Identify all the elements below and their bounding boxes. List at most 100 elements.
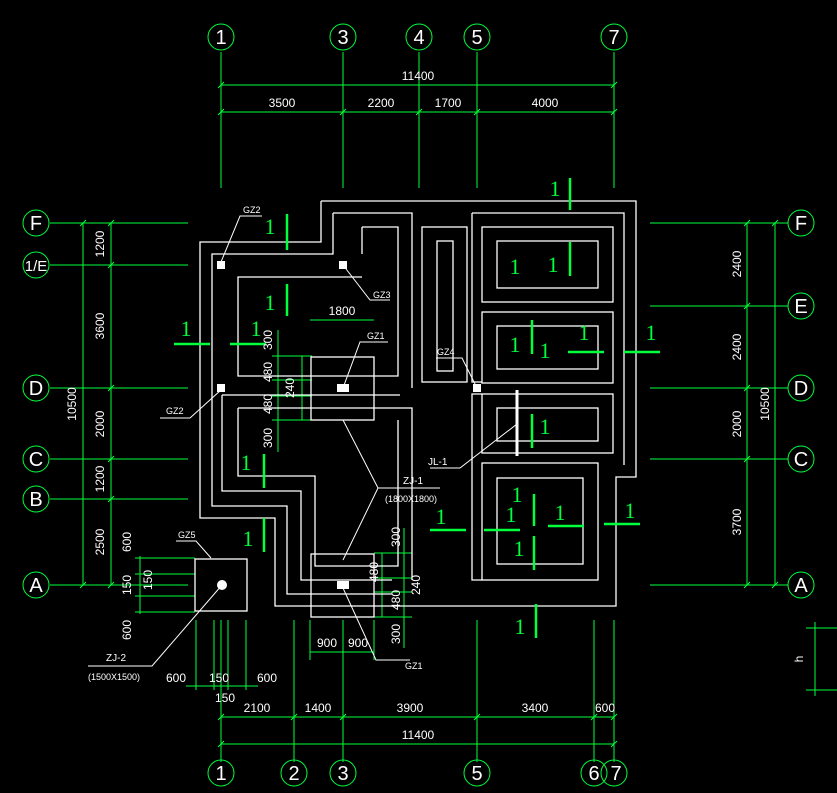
- dim-top-total: 11400: [402, 69, 435, 83]
- label-jl1: JL-1: [428, 457, 448, 468]
- axis-right-f: F: [795, 213, 807, 235]
- dim-left-seg-2: 3600: [93, 312, 107, 339]
- dim-bottom-total: 11400: [402, 728, 435, 742]
- dim-right-seg-2: 2400: [730, 333, 744, 360]
- label-zj2: ZJ-2: [106, 653, 126, 664]
- dim-right-total: 10500: [758, 387, 772, 421]
- axis-left-c: C: [29, 449, 43, 471]
- dim-bottom-seg-4: 3400: [522, 701, 549, 715]
- dim-top-seg-1: 3500: [269, 96, 296, 110]
- dim-top-footing-1: 300: [261, 330, 275, 350]
- section-mark: 1: [548, 252, 559, 277]
- dim-right-seg-4: 3700: [730, 508, 744, 535]
- dim-top-footing-4: 480: [261, 394, 275, 414]
- dim-bottom-footing-3: 240: [409, 575, 423, 595]
- axis-top-4: 4: [413, 27, 424, 49]
- axis-bubbles-left: F 1/E D C B A: [22, 209, 50, 599]
- grid-lines: [50, 52, 837, 762]
- section-mark: 1: [506, 502, 517, 527]
- section-mark: 1: [510, 254, 521, 279]
- dim-top-footing-3: 240: [283, 378, 297, 398]
- dim-900-right: 900: [348, 636, 368, 650]
- section-marks: [174, 178, 660, 638]
- axis-bottom-5: 5: [471, 763, 482, 785]
- section-mark: 1: [515, 614, 526, 639]
- label-gz3: GZ3: [373, 290, 391, 300]
- dim-bottom-footing-2: 480: [367, 562, 381, 582]
- label-zj1: ZJ-1: [403, 476, 423, 487]
- axis-left-b: B: [29, 489, 42, 511]
- dim-zj2-h-150: 150: [215, 691, 235, 705]
- section-mark: 1: [512, 482, 523, 507]
- footing-dims: 1800 300 480 240 480 300 300 480 240 480…: [120, 304, 806, 705]
- column-gz1-bottom: [337, 581, 349, 589]
- label-gz4: GZ4: [437, 347, 455, 357]
- label-zj1-size: (1800X1800): [385, 494, 437, 504]
- section-mark: 1: [181, 316, 192, 341]
- axis-left-1e: 1/E: [25, 258, 48, 275]
- label-gz2-top: GZ2: [243, 205, 261, 215]
- foundation-walls: [194, 200, 637, 618]
- leader-lines: [88, 215, 518, 667]
- section-mark: 1: [243, 526, 254, 551]
- section-mark: 1: [555, 500, 566, 525]
- axis-right-c: C: [794, 449, 808, 471]
- section-mark: 1: [241, 450, 252, 475]
- dim-h: h: [792, 656, 806, 663]
- axis-top-5: 5: [471, 27, 482, 49]
- dim-zj2-h-3: 600: [257, 671, 277, 685]
- dim-zj2-v-4: 600: [120, 620, 134, 640]
- dim-bottom-seg-2: 1400: [305, 701, 332, 715]
- dim-top-seg-4: 4000: [532, 96, 559, 110]
- axis-right-a: A: [794, 575, 808, 597]
- dim-bottom-seg-3: 3900: [397, 701, 424, 715]
- axis-bubbles-right: F E D C A: [787, 209, 815, 599]
- axis-bottom-7: 7: [610, 763, 621, 785]
- section-mark: 1: [265, 290, 276, 315]
- section-mark: 1: [550, 176, 561, 201]
- dim-zj2-v-1: 600: [120, 532, 134, 552]
- dim-zj2-h-2: 150: [209, 671, 229, 685]
- axis-top-7: 7: [608, 27, 619, 49]
- dim-zj2-h-1: 600: [166, 671, 186, 685]
- axis-top-3: 3: [337, 27, 348, 49]
- dim-right-seg-1: 2400: [730, 250, 744, 277]
- dim-bottom-footing-4: 480: [389, 590, 403, 610]
- axis-right-d: D: [794, 378, 808, 400]
- section-mark: 1: [510, 332, 521, 357]
- section-mark: 1: [579, 320, 590, 345]
- dim-top-seg-3: 1700: [435, 96, 462, 110]
- dimension-text-top: 11400 3500 2200 1700 4000: [269, 69, 559, 110]
- dim-1800: 1800: [329, 304, 356, 318]
- axis-bubbles-bottom: 1 2 3 5 6 7: [207, 759, 628, 787]
- dimension-text-right: 2400 2400 2000 3700 10500: [730, 250, 772, 535]
- dimension-text-left: 1200 3600 2000 1200 2500 10500: [65, 230, 107, 555]
- axis-bottom-3: 3: [337, 763, 348, 785]
- axis-bottom-1: 1: [215, 763, 226, 785]
- axis-right-e: E: [794, 296, 807, 318]
- section-mark: 1: [646, 320, 657, 345]
- dim-bottom-footing-5: 300: [389, 624, 403, 644]
- label-gz1-top: GZ1: [367, 331, 385, 341]
- dim-top-footing-2: 480: [261, 362, 275, 382]
- column-gz2-top: [217, 261, 225, 269]
- dim-right-seg-3: 2000: [730, 410, 744, 437]
- axis-left-a: A: [29, 575, 43, 597]
- label-gz2-left: GZ2: [166, 406, 184, 416]
- dim-bottom-seg-5: 600: [595, 701, 615, 715]
- dim-zj2-v-3: 150: [141, 570, 155, 590]
- dim-left-seg-3: 2000: [93, 410, 107, 437]
- section-mark: 1: [265, 214, 276, 239]
- section-mark: 1: [625, 498, 636, 523]
- label-gz5: GZ5: [178, 530, 196, 540]
- section-mark: 1: [514, 536, 525, 561]
- dim-900-left: 900: [317, 636, 337, 650]
- section-mark: 1: [251, 316, 262, 341]
- dim-zj2-v-2: 150: [120, 575, 134, 595]
- dim-top-footing-5: 300: [261, 428, 275, 448]
- dim-left-seg-4: 1200: [93, 465, 107, 492]
- dim-top-seg-2: 2200: [368, 96, 395, 110]
- axis-bottom-2: 2: [288, 763, 299, 785]
- axis-bubbles-top: 1 3 4 5 7: [207, 23, 628, 51]
